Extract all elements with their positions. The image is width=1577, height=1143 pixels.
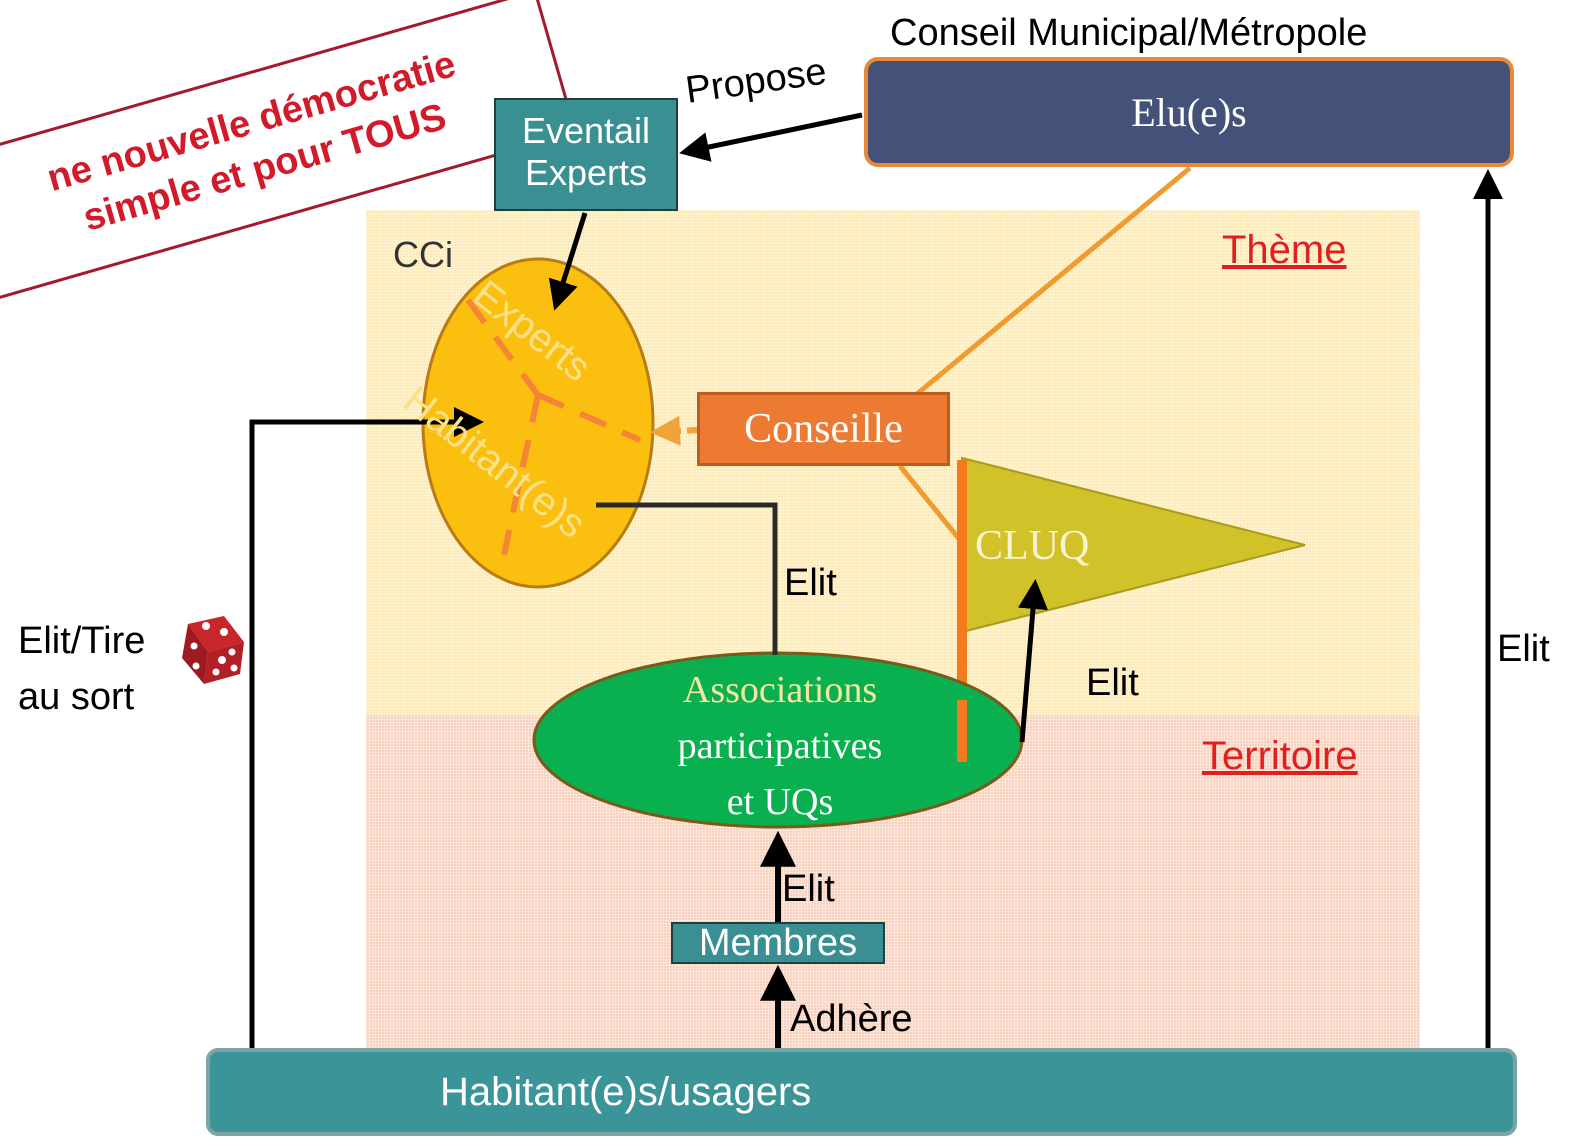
- associations-to-cluq-arrow: [1018, 579, 1048, 743]
- eventail-experts-box: Eventail Experts: [494, 98, 678, 211]
- elus-label: Elu(e)s: [1131, 89, 1247, 135]
- elit-tire-label-2: au sort: [18, 676, 135, 718]
- theme-label: Thème: [1222, 228, 1347, 272]
- cci-dashed-dividers: [465, 298, 642, 556]
- elit-tire-label-1: Elit/Tire: [18, 620, 146, 662]
- elit-membres-label: Elit: [782, 868, 835, 910]
- associations-line-1: Associations: [682, 669, 878, 711]
- conseille-box: Conseille: [697, 392, 950, 466]
- eventail-line-1: Eventail: [521, 110, 651, 151]
- associations-label: Associations participatives et UQs: [610, 662, 950, 830]
- eventail-to-cci-arrow: [548, 212, 588, 311]
- habitants-usagers-box: Habitant(e)s/usagers: [206, 1048, 1517, 1136]
- conseille-to-cluq-line: [898, 464, 962, 542]
- conseille-label: Conseille: [744, 406, 903, 452]
- elit-cluq-label: Elit: [1086, 662, 1139, 704]
- elus-to-cluq-line: [898, 166, 1192, 410]
- propose-arrow: [679, 112, 863, 162]
- associations-to-cci-line: [596, 502, 778, 655]
- cci-label: CCi: [393, 234, 453, 275]
- conseille-to-cci-arrow: [650, 415, 698, 446]
- associations-line-2: participatives: [677, 725, 883, 767]
- habitants-to-cci-arrow: [249, 407, 484, 1050]
- cluq-label: CLUQ: [975, 523, 1090, 569]
- associations-line-3: et UQs: [726, 781, 834, 823]
- membres-box: Membres: [671, 922, 885, 964]
- territoire-label: Territoire: [1202, 734, 1358, 778]
- elus-box: Elu(e)s: [864, 57, 1514, 167]
- elit-conseil-label: Elit: [1497, 628, 1550, 670]
- dice-icon: [182, 616, 244, 684]
- adhere-label: Adhère: [790, 998, 913, 1040]
- elit-cci-label: Elit: [784, 562, 837, 604]
- conseil-title: Conseil Municipal/Métropole: [890, 12, 1368, 54]
- membres-label: Membres: [698, 922, 858, 964]
- eventail-line-2: Experts: [524, 152, 648, 193]
- habitants-usagers-label: Habitant(e)s/usagers: [440, 1069, 812, 1114]
